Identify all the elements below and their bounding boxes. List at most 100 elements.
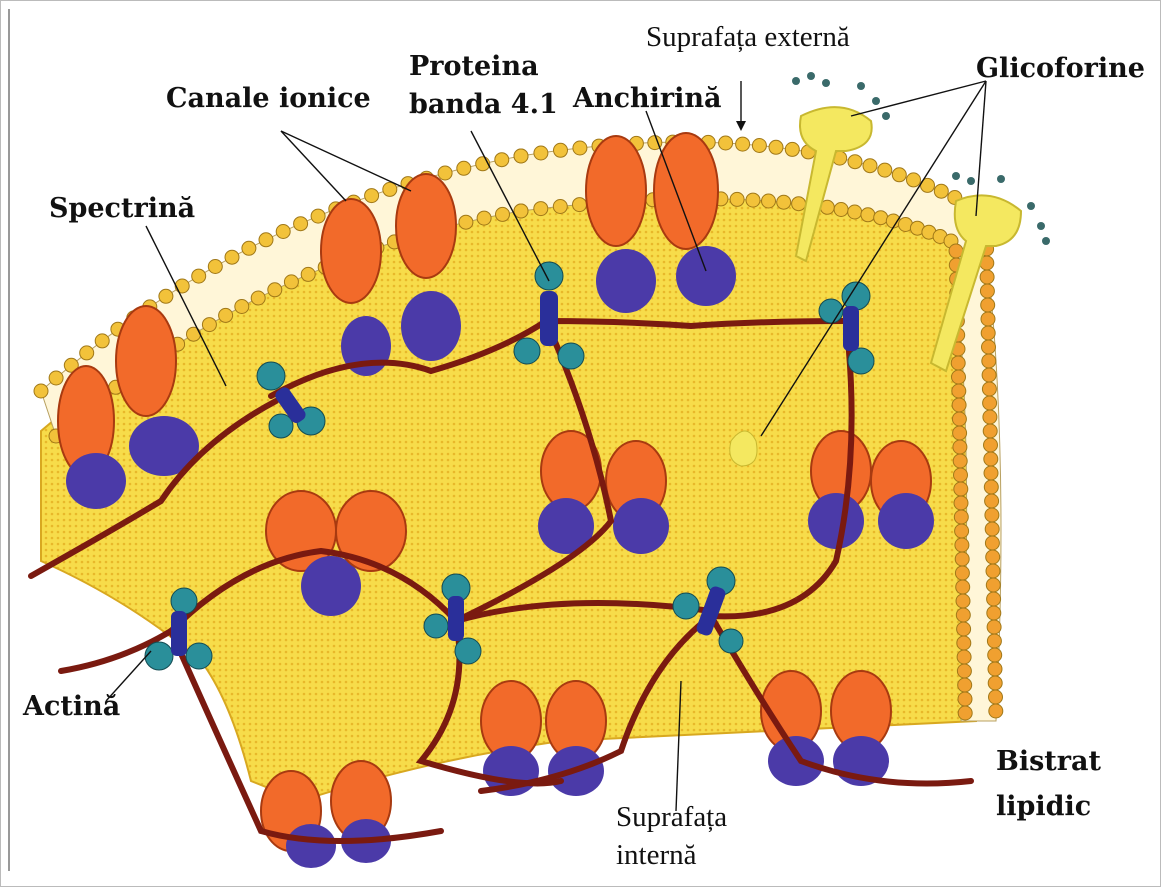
lipid-head — [477, 211, 491, 225]
lipid-head — [438, 166, 452, 180]
lipid-head — [981, 298, 995, 312]
lipid-head — [986, 550, 1000, 564]
lipid-head — [980, 284, 994, 298]
lipid-head — [746, 193, 760, 207]
lipid-head — [985, 536, 999, 550]
lipid-head — [954, 510, 968, 524]
lipid-head — [957, 622, 971, 636]
lipid-head — [952, 412, 966, 426]
lipid-head — [985, 508, 999, 522]
lipid-head — [534, 146, 548, 160]
lipid-head — [983, 410, 997, 424]
lipid-head — [459, 215, 473, 229]
lipid-head — [259, 233, 273, 247]
lipid-head — [981, 312, 995, 326]
lipid-head — [988, 648, 1002, 662]
lipid-head — [907, 173, 921, 187]
label-ankyrin: Anchirină — [573, 83, 722, 114]
lipid-head — [95, 334, 109, 348]
label-inner-surface-2: internă — [616, 839, 697, 872]
lipid-head — [983, 396, 997, 410]
label-band-4-1: banda 4.1 — [409, 89, 558, 120]
lipid-head — [383, 182, 397, 196]
label-protein: Proteina — [409, 51, 539, 82]
lipid-head — [235, 300, 249, 314]
lipid-head — [982, 340, 996, 354]
lipid-head — [848, 205, 862, 219]
lipid-head — [957, 664, 971, 678]
lipid-head — [982, 368, 996, 382]
lipid-head — [792, 197, 806, 211]
lipid-head — [80, 346, 94, 360]
lipid-head — [952, 398, 966, 412]
lipid-head — [848, 155, 862, 169]
lipid-head — [956, 594, 970, 608]
lipid-head — [225, 250, 239, 264]
lipid-head — [982, 354, 996, 368]
lipid-head — [954, 482, 968, 496]
lipid-head — [834, 203, 848, 217]
lipid-head — [554, 143, 568, 157]
lipid-head — [553, 200, 567, 214]
lipid-head — [982, 382, 996, 396]
lipid-head — [208, 260, 222, 274]
lipid-head — [987, 606, 1001, 620]
lipid-head — [457, 161, 471, 175]
lipid-head — [983, 424, 997, 438]
lipid-head — [294, 217, 308, 231]
lipid-head — [989, 704, 1003, 718]
lipid-head — [955, 552, 969, 566]
lipid-head — [730, 192, 744, 206]
lipid-head — [955, 538, 969, 552]
lipid-head — [736, 137, 750, 151]
label-inner-surface-1: Suprafața — [616, 801, 727, 834]
lipid-head — [957, 636, 971, 650]
lipid-head — [573, 141, 587, 155]
label-outer-surface: Suprafața externă — [646, 21, 850, 54]
lipid-head — [985, 522, 999, 536]
lipid-head — [769, 140, 783, 154]
lipid-head — [988, 662, 1002, 676]
lipid-head — [785, 142, 799, 156]
lipid-head — [952, 370, 966, 384]
label-spectrin: Spectrină — [49, 193, 195, 224]
lipid-head — [953, 440, 967, 454]
lipid-head — [752, 139, 766, 153]
lipid-head — [958, 692, 972, 706]
lipid-head — [986, 564, 1000, 578]
lipid-head — [495, 153, 509, 167]
lipid-head — [987, 620, 1001, 634]
lipid-head — [958, 678, 972, 692]
lipid-head — [175, 279, 189, 293]
lipid-head — [276, 225, 290, 239]
label-actin: Actină — [23, 691, 120, 722]
lipid-head — [496, 207, 510, 221]
label-bilayer: Bistrat — [996, 746, 1101, 777]
lipid-head — [985, 494, 999, 508]
lipid-head — [954, 496, 968, 510]
lipid-head — [892, 168, 906, 182]
lipid-head — [987, 634, 1001, 648]
lipid-head — [719, 136, 733, 150]
lipid-head — [242, 241, 256, 255]
lipid-head — [934, 184, 948, 198]
lipid-head — [955, 524, 969, 538]
lipid-head — [573, 198, 587, 212]
lipid-head — [957, 650, 971, 664]
lipid-head — [762, 194, 776, 208]
lipid-head — [953, 426, 967, 440]
lipid-head — [956, 608, 970, 622]
lipid-head — [514, 149, 528, 163]
lipid-head — [219, 308, 233, 322]
lipid-head — [984, 466, 998, 480]
lipid-head — [958, 706, 972, 720]
lipid-head — [984, 480, 998, 494]
lipid-head — [984, 438, 998, 452]
lipid-head — [365, 189, 379, 203]
lipid-head — [301, 267, 315, 281]
lipid-head — [953, 454, 967, 468]
label-lipidic: lipidic — [996, 791, 1091, 822]
lipid-head — [980, 270, 994, 284]
